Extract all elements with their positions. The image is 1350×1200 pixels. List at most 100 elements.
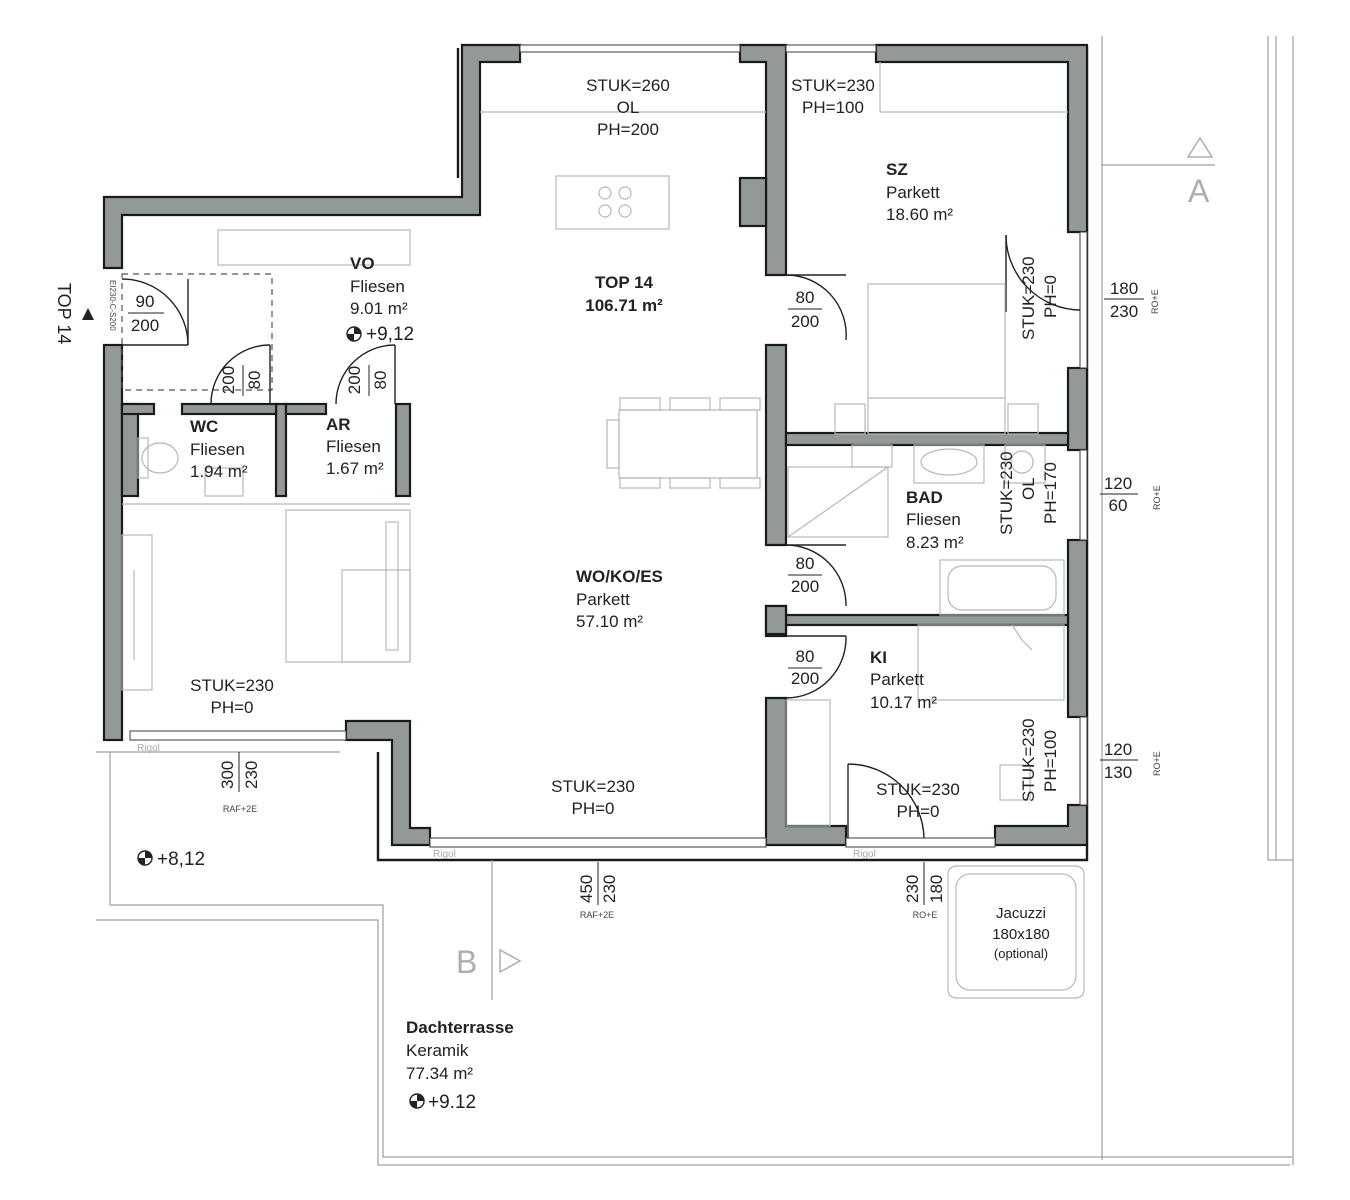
entry-door-h: 200 — [131, 316, 159, 335]
bottom-ph: PH=0 — [572, 799, 615, 818]
kiwin-ph: PH=100 — [1041, 730, 1060, 792]
badwin-stuk: STUK=230 — [997, 451, 1016, 535]
sz-window-type: RO+E — [1150, 289, 1160, 314]
section-markers — [491, 136, 1214, 1000]
main-window-h: 230 — [600, 875, 619, 903]
szwin-ph: PH=0 — [1041, 275, 1060, 318]
sz-window-h: 230 — [1110, 302, 1138, 321]
ki-window-w: 120 — [1104, 740, 1132, 759]
envelope-line — [376, 46, 1089, 862]
wc-door-w: 80 — [245, 371, 264, 390]
ki-door-window-w: 230 — [903, 875, 922, 903]
living-window-type: RAF+2E — [223, 804, 257, 814]
shower — [787, 466, 889, 538]
main-window-w: 450 — [577, 875, 596, 903]
sz-door-h: 200 — [791, 312, 819, 331]
entry-label: TOP 14 — [54, 283, 74, 344]
room-wo-floor: Parkett — [576, 590, 630, 609]
bad-door-w: 80 — [796, 554, 815, 573]
level-vo: +9,12 — [366, 324, 414, 345]
windows — [129, 44, 1088, 848]
bad-window-h: 60 — [1109, 496, 1128, 515]
jacuzzi — [947, 865, 1085, 999]
sofa — [285, 509, 411, 663]
room-wo-name: WO/KO/ES — [576, 567, 663, 586]
room-ar-name: AR — [326, 415, 351, 434]
ki-window-h: 130 — [1104, 763, 1132, 782]
sz-stuk: STUK=230 — [791, 76, 875, 95]
room-bad-floor: Fliesen — [906, 510, 961, 529]
ki-door-window-type: RO+E — [913, 910, 938, 920]
ar-door-h: 200 — [345, 366, 364, 394]
outline-lines — [96, 36, 1294, 1166]
ki-stuk: STUK=230 — [876, 780, 960, 799]
badwin-ol: OL — [1019, 477, 1038, 500]
room-sz-area: 18.60 m² — [886, 205, 953, 224]
ki-window-type: RO+E — [1152, 751, 1162, 776]
room-dach-area: 77.34 m² — [406, 1064, 473, 1083]
living-window-h: 230 — [242, 761, 261, 789]
room-wo-area: 57.10 m² — [576, 612, 643, 631]
bed — [867, 283, 1006, 435]
tv-cabinet — [121, 534, 153, 691]
main-window-type: RAF+2E — [580, 910, 614, 920]
bad-door-h: 200 — [791, 577, 819, 596]
room-bad-area: 8.23 m² — [906, 533, 964, 552]
szwin-stuk: STUK=230 — [1019, 256, 1038, 340]
room-dach-floor: Keramik — [406, 1041, 469, 1060]
bad-window-w: 120 — [1104, 474, 1132, 493]
kiwin-stuk: STUK=230 — [1019, 718, 1038, 802]
ki-door-w: 80 — [796, 647, 815, 666]
living-window-w: 300 — [218, 761, 237, 789]
rigol-left: Rigol — [137, 743, 160, 754]
room-vo-floor: Fliesen — [350, 277, 405, 296]
level-symbols — [82, 308, 425, 1109]
sz-ph: PH=100 — [802, 98, 864, 117]
sz-window-w: 180 — [1110, 279, 1138, 298]
room-ki-floor: Parkett — [870, 670, 924, 689]
entry-fire-rating: EI230-C-S200 — [108, 280, 117, 331]
entry-door-w: 90 — [136, 292, 155, 311]
room-vo-area: 9.01 m² — [350, 299, 408, 318]
bad-window-type: RO+E — [1152, 485, 1162, 510]
kitchen-ol: OL — [617, 98, 640, 117]
rigol-mid: Rigol — [433, 849, 456, 860]
kitchen-island — [555, 175, 670, 230]
room-wc-name: WC — [190, 417, 218, 436]
rigol-right: Rigol — [853, 849, 876, 860]
sz-door-w: 80 — [796, 288, 815, 307]
dining-table — [618, 409, 758, 479]
room-bad-name: BAD — [906, 488, 943, 507]
level-terrace: +9.12 — [428, 1092, 476, 1113]
wardrobe-outline — [121, 273, 273, 391]
ki-ph: PH=0 — [897, 802, 940, 821]
kitchen-stuk: STUK=260 — [586, 76, 670, 95]
jacuzzi-size: 180x180 — [992, 926, 1050, 943]
ki-door-h: 200 — [791, 669, 819, 688]
living-stuk: STUK=230 — [190, 676, 274, 695]
room-sz-name: SZ — [886, 160, 908, 179]
ki-door-window-h: 180 — [927, 875, 946, 903]
level-outdoor: +8,12 — [157, 849, 205, 870]
room-wc-area: 1.94 m² — [190, 462, 248, 481]
jacuzzi-name: Jacuzzi — [996, 905, 1046, 922]
wc-bowl — [141, 442, 179, 474]
apartment-title: TOP 14 — [595, 273, 654, 292]
room-sz-floor: Parkett — [886, 183, 940, 202]
ar-door-w: 80 — [371, 371, 390, 390]
door-dimensions: 90 200 80 200 80 200 80 200 80 200 80 20… — [128, 288, 822, 688]
room-ar-area: 1.67 m² — [326, 459, 384, 478]
bottom-stuk: STUK=230 — [551, 777, 635, 796]
door-swings — [121, 234, 1081, 839]
window-dimensions: 180 230 RO+E 120 60 RO+E 120 130 RO+E 30… — [137, 279, 1162, 920]
section-b-label: B — [456, 944, 477, 980]
kitchen-ph: PH=200 — [597, 120, 659, 139]
room-vo-name: VO — [350, 254, 375, 273]
room-wc-floor: Fliesen — [190, 440, 245, 459]
wc-door-h: 200 — [219, 366, 238, 394]
room-ar-floor: Fliesen — [326, 437, 381, 456]
room-dach-name: Dachterrasse — [406, 1018, 514, 1037]
apartment-area: 106.71 m² — [585, 296, 663, 315]
bathtub — [939, 559, 1065, 616]
